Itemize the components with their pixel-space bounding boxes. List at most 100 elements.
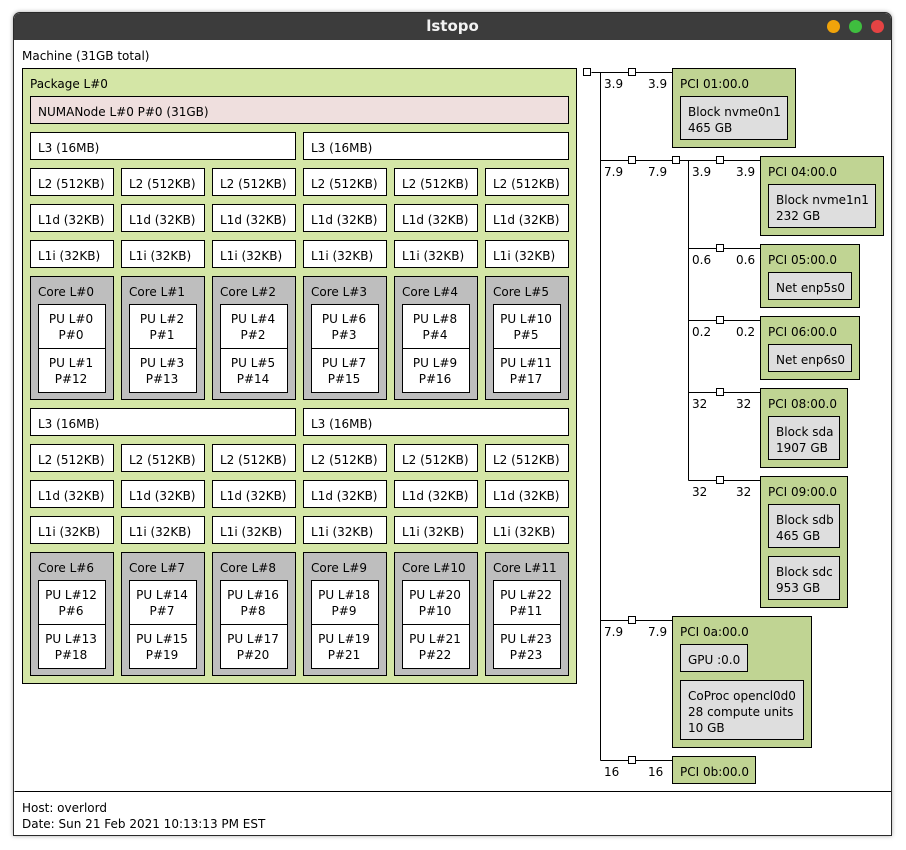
pu-logical-label: PU L#5: [231, 356, 275, 370]
l3-cache-label: L3 (16MB): [311, 417, 372, 431]
os-device-label: 10 GB: [688, 721, 725, 735]
pu-logical-label: PU L#20: [409, 588, 461, 602]
l1i-cache-label: L1i (32KB): [493, 525, 555, 539]
pu-physical-label: P#15: [328, 372, 361, 386]
l1i-cache-box: [30, 516, 114, 544]
l1d-cache-label: L1d (32KB): [129, 213, 196, 227]
link-speed-right: 0.6: [736, 253, 755, 267]
pu-box: [129, 624, 197, 669]
pci-device-label: PCI 04:00.0: [768, 165, 837, 179]
l1i-cache-box: [121, 516, 205, 544]
pci-device-label: PCI 06:00.0: [768, 325, 837, 339]
l3-cache-box: [30, 132, 296, 160]
link-speed-left: 3.9: [692, 165, 711, 179]
pu-physical-label: P#23: [510, 648, 543, 662]
l1d-cache-box: [394, 204, 478, 232]
l2-cache-box: [30, 444, 114, 472]
l1i-cache-box: [485, 516, 569, 544]
pu-physical-label: P#9: [332, 604, 357, 618]
pu-physical-label: P#4: [423, 328, 448, 342]
l1i-cache-label: L1i (32KB): [402, 249, 464, 263]
core-label: Core L#10: [402, 561, 466, 575]
pu-physical-label: P#11: [510, 604, 543, 618]
pu-box: [493, 304, 561, 349]
l2-cache-label: L2 (512KB): [493, 177, 560, 191]
l3-cache-label: L3 (16MB): [38, 141, 99, 155]
pci-device-label: PCI 0a:00.0: [680, 625, 749, 639]
os-device-box: [768, 272, 852, 300]
l1d-cache-box: [485, 204, 569, 232]
os-device-label: GPU :0.0: [688, 653, 740, 667]
os-device-label: Block sdb: [776, 513, 834, 527]
pu-logical-label: PU L#1: [49, 356, 93, 370]
title-bar[interactable]: lstopo: [14, 13, 891, 40]
pu-box: [129, 580, 197, 625]
os-device-label: Net enp6s0: [776, 353, 845, 367]
pci-device-label: PCI 08:00.0: [768, 397, 837, 411]
pu-physical-label: P#12: [55, 372, 88, 386]
pu-physical-label: P#2: [241, 328, 266, 342]
l2-cache-box: [212, 168, 296, 196]
l2-cache-label: L2 (512KB): [220, 177, 287, 191]
l1i-cache-box: [485, 240, 569, 268]
l1i-cache-box: [394, 516, 478, 544]
os-device-box: [680, 680, 804, 740]
l1d-cache-box: [303, 204, 387, 232]
l1d-cache-box: [30, 480, 114, 508]
link-speed-left: 3.9: [604, 77, 623, 91]
link-speed-left: 0.2: [692, 325, 711, 339]
pu-physical-label: P#19: [146, 648, 179, 662]
pu-physical-label: P#16: [419, 372, 452, 386]
pu-logical-label: PU L#21: [409, 632, 461, 646]
link-speed-right: 16: [648, 765, 663, 779]
pu-physical-label: P#17: [510, 372, 543, 386]
pu-box: [493, 580, 561, 625]
pu-logical-label: PU L#18: [318, 588, 370, 602]
window-title: lstopo: [426, 17, 479, 35]
maximize-button[interactable]: [849, 20, 862, 33]
pu-logical-label: PU L#23: [500, 632, 552, 646]
l1d-cache-label: L1d (32KB): [220, 213, 287, 227]
link-speed-right: 32: [736, 397, 751, 411]
os-device-label: 465 GB: [688, 121, 732, 135]
pu-physical-label: P#13: [146, 372, 179, 386]
pu-logical-label: PU L#14: [136, 588, 188, 602]
link-port: [628, 756, 636, 764]
l3-cache-box: [30, 408, 296, 436]
l1i-cache-box: [30, 240, 114, 268]
minimize-button[interactable]: [827, 20, 840, 33]
link-speed-right: 7.9: [648, 165, 667, 179]
pu-logical-label: PU L#22: [500, 588, 552, 602]
l2-cache-label: L2 (512KB): [129, 453, 196, 467]
pu-box: [402, 580, 470, 625]
core-label: Core L#11: [493, 561, 557, 575]
l2-cache-box: [394, 444, 478, 472]
pu-box: [311, 348, 379, 393]
link-speed-right: 32: [736, 485, 751, 499]
pu-physical-label: P#21: [328, 648, 361, 662]
topology-canvas: Machine (31GB total)Package L#0NUMANode …: [14, 49, 891, 831]
pu-logical-label: PU L#13: [45, 632, 97, 646]
l2-cache-box: [485, 168, 569, 196]
pu-logical-label: PU L#16: [227, 588, 279, 602]
l1i-cache-label: L1i (32KB): [493, 249, 555, 263]
l3-cache-box: [303, 132, 569, 160]
link-port: [716, 388, 724, 396]
l1i-cache-label: L1i (32KB): [311, 249, 373, 263]
pu-physical-label: P#10: [419, 604, 452, 618]
os-device-label: Block nvme0n1: [688, 105, 781, 119]
numa-node-label: NUMANode L#0 P#0 (31GB): [38, 105, 209, 119]
l1i-cache-label: L1i (32KB): [311, 525, 373, 539]
core-label: Core L#1: [129, 285, 185, 299]
pu-logical-label: PU L#3: [140, 356, 184, 370]
l2-cache-label: L2 (512KB): [38, 453, 105, 467]
pu-box: [220, 624, 288, 669]
l3-cache-label: L3 (16MB): [311, 141, 372, 155]
core-label: Core L#0: [38, 285, 94, 299]
l1i-cache-label: L1i (32KB): [38, 525, 100, 539]
l1d-cache-label: L1d (32KB): [129, 489, 196, 503]
link-speed-left: 16: [604, 765, 619, 779]
close-button[interactable]: [871, 20, 884, 33]
pu-physical-label: P#7: [150, 604, 175, 618]
